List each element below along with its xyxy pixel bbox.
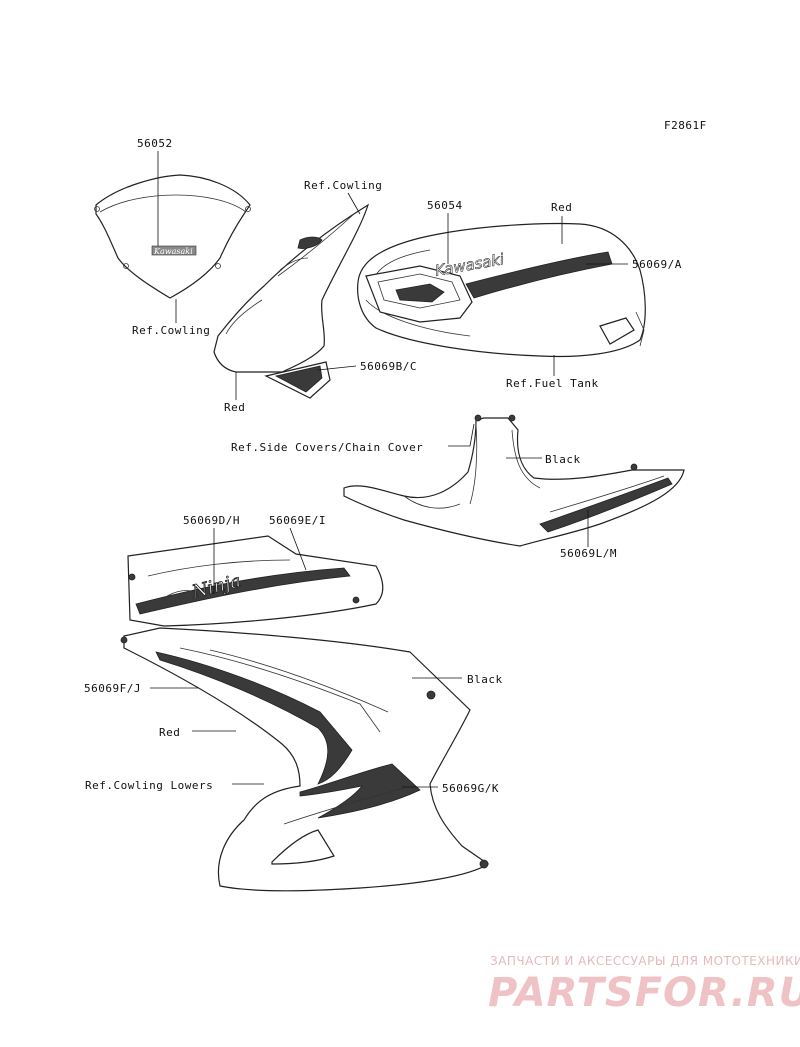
stripe-56069B-C — [274, 365, 323, 393]
stripe-56069D-H — [135, 567, 351, 615]
label-56069F-J: 56069F/J — [84, 682, 141, 695]
label-56069-A: 56069/A — [632, 258, 682, 271]
stripe-56069F-J — [155, 651, 353, 785]
watermark-logo: PARTSFOR.RU — [488, 970, 800, 1016]
label-56054: 56054 — [427, 199, 463, 212]
label-tank-color: Red — [551, 201, 572, 214]
label-side-cover-color: Black — [545, 453, 581, 466]
stripe-56069L-M — [539, 477, 673, 533]
windscreen-drawing: Kawasaki — [94, 174, 251, 299]
lower-cowling-drawing: Ninja — [120, 535, 490, 892]
stripe-56069G-K — [299, 763, 421, 819]
label-56069B-C: 56069B/C — [360, 360, 417, 373]
label-lower-color-black: Black — [467, 673, 503, 686]
label-fuel-tank-ref: Ref.Fuel Tank — [506, 377, 599, 390]
label-56069E-I: 56069E/I — [269, 514, 326, 527]
label-56069G-K: 56069G/K — [442, 782, 499, 795]
label-upper-cowl-color: Red — [224, 401, 245, 414]
screen-emblem — [151, 245, 197, 256]
label-56069L-M: 56069L/M — [560, 547, 617, 560]
label-56069D-H: 56069D/H — [183, 514, 240, 527]
label-side-cover-ref: Ref.Side Covers/Chain Cover — [231, 441, 423, 454]
label-screen-ref: Ref.Cowling — [132, 324, 210, 337]
side-covers-drawing — [343, 414, 685, 547]
screen-emblem-text: Kawasaki — [153, 247, 193, 256]
label-lower-color-red: Red — [159, 726, 180, 739]
label-56052: 56052 — [137, 137, 173, 150]
fuel-tank-drawing: Kawasaki — [357, 222, 646, 358]
watermark: ЗАПЧАСТИ И АКСЕССУАРЫ ДЛЯ МОТОТЕХНИКИ PA… — [488, 954, 800, 1016]
figure-code: F2861F — [664, 119, 707, 132]
label-lower-ref: Ref.Cowling Lowers — [85, 779, 213, 792]
stripe-56069-A — [465, 251, 613, 299]
watermark-tagline: ЗАПЧАСТИ И АКСЕССУАРЫ ДЛЯ МОТОТЕХНИКИ — [490, 954, 800, 968]
upper-cowling-drawing — [213, 203, 370, 399]
label-upper-cowl-ref: Ref.Cowling — [304, 179, 382, 192]
